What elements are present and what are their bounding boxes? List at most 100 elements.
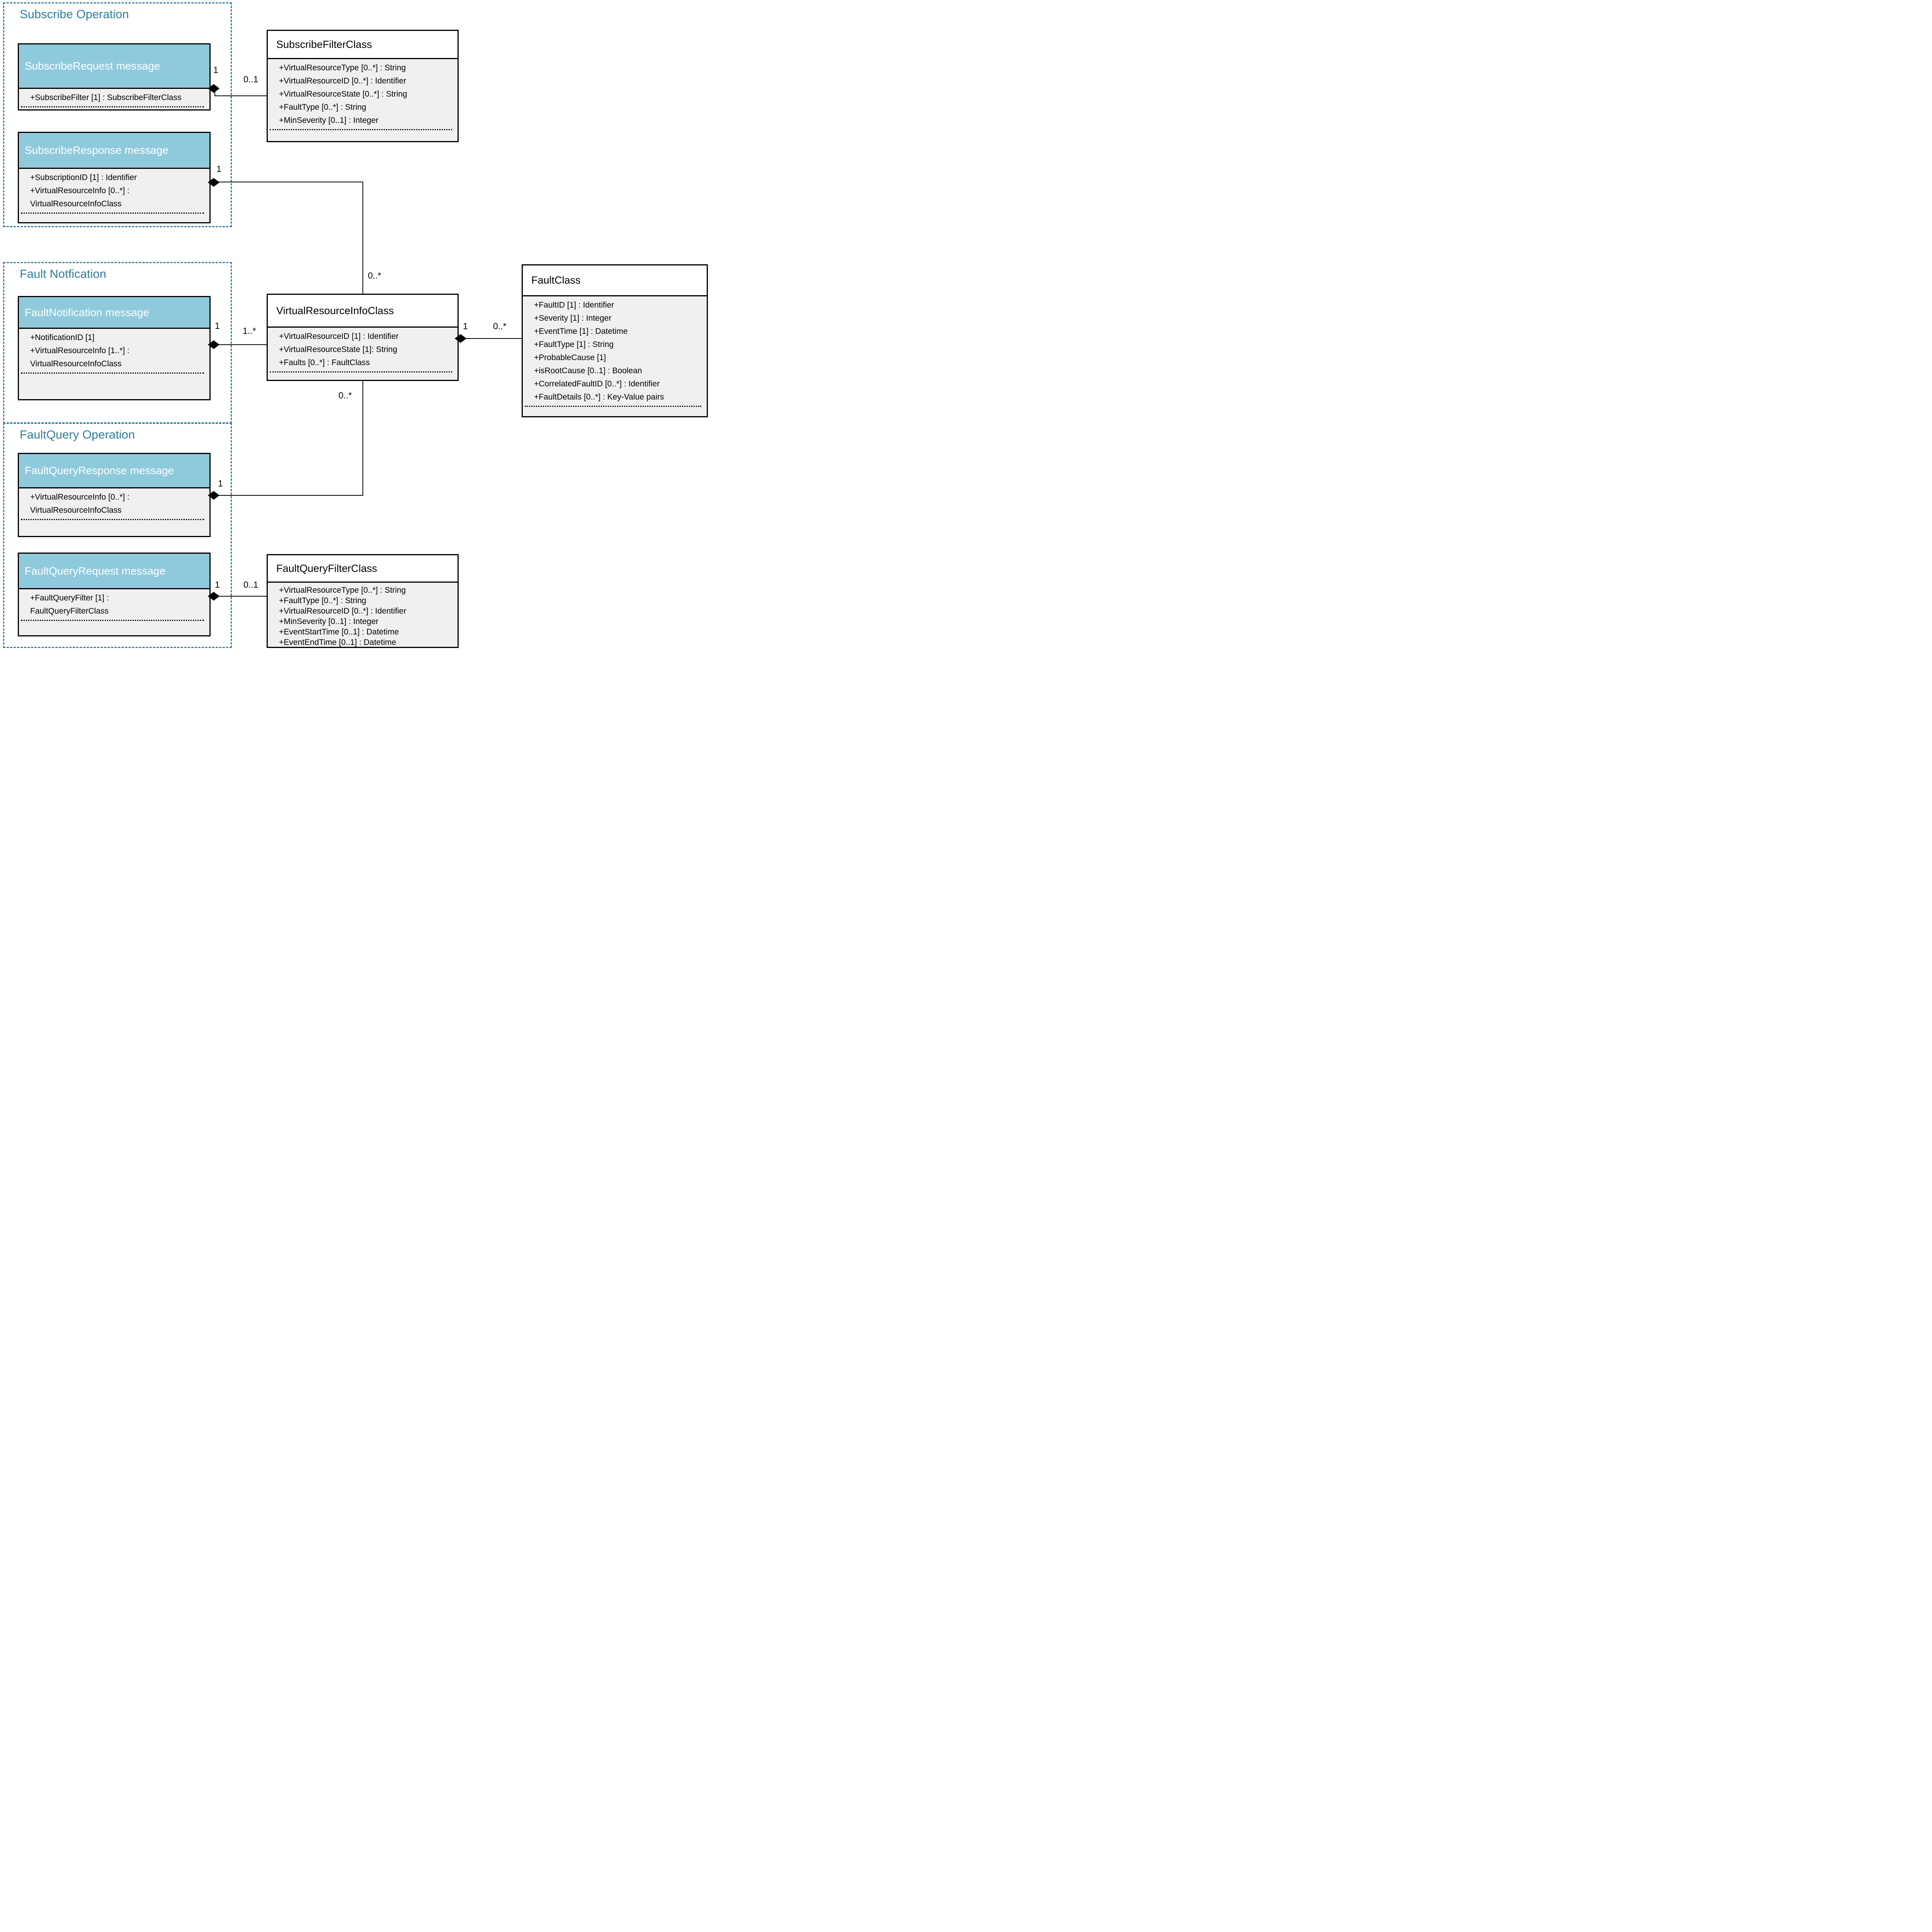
multiplicity-label: 0..1	[243, 74, 259, 84]
attribute-list: +VirtualResourceID [1] : Identifier +Virt…	[268, 328, 457, 369]
class-header: FaultQueryFilterClass	[268, 555, 457, 583]
multiplicity-label: 1	[216, 164, 221, 174]
attribute-list: +FaultID [1] : Identifier+Severity [1] :…	[523, 296, 707, 404]
message-box-fault-query-response: FaultQueryResponse message +VirtualResou…	[18, 453, 211, 537]
message-header: SubscribeRequest message	[19, 44, 209, 89]
attribute-line: +FaultType [0..*] : String	[279, 103, 366, 112]
connector-line	[460, 338, 522, 339]
attribute-list: +VirtualResourceType [0..*] : String+Fau…	[268, 583, 457, 648]
connector-line	[214, 596, 267, 597]
attribute-line: +FaultQueryFilter [1] :	[30, 594, 109, 602]
attribute-line: +VirtualResourceID [0..*] : Identifier	[279, 77, 406, 85]
message-header: SubscribeResponse message	[19, 133, 209, 169]
message-header: FaultQueryResponse message	[19, 454, 209, 488]
multiplicity-label: 1	[215, 321, 220, 331]
message-title: SubscribeRequest message	[25, 60, 160, 72]
attribute-separator	[270, 129, 452, 130]
multiplicity-label: 1	[463, 321, 468, 331]
attribute-line: +FaultType [1] : String	[534, 340, 614, 349]
attribute-line: +CorrelatedFaultID [0..*] : Identifier	[534, 379, 660, 388]
connector-line	[214, 344, 267, 345]
message-title: SubscribeResponse message	[25, 144, 168, 156]
attribute-list: +VirtualResourceInfo [0..*] : VirtualReso…	[19, 488, 209, 517]
attribute-line: +SubscriptionID [1] : Identifier	[30, 173, 137, 182]
attribute-separator	[525, 406, 701, 407]
attribute-line: VirtualResourceInfoClass	[30, 359, 122, 368]
class-header: SubscribeFilterClass	[268, 31, 457, 59]
group-fault-query-operation: FaultQuery Operation	[3, 423, 232, 648]
message-title: FaultNotification message	[25, 306, 150, 318]
attribute-separator	[21, 519, 204, 520]
multiplicity-label: 1	[218, 478, 223, 488]
attribute-line: +VirtualResourceInfo [0..*] :	[30, 493, 130, 502]
attribute-separator	[270, 371, 452, 372]
class-box-virtual-resource-info-class: VirtualResourceInfoClass +VirtualResourc…	[267, 294, 459, 381]
class-box-fault-class: FaultClass +FaultID [1] : Identifier+Sev…	[522, 264, 708, 417]
class-header: VirtualResourceInfoClass	[268, 295, 457, 328]
attribute-line: +VirtualResourceInfo [1..*] :	[30, 346, 130, 355]
attribute-list: +SubscriptionID [1] : Identifier +Virtual…	[19, 169, 209, 211]
multiplicity-label: 1	[213, 65, 218, 75]
attribute-line: +VirtualResourceID [0..*] : Identifier	[279, 607, 406, 616]
attribute-line: +Severity [1] : Integer	[534, 314, 612, 323]
class-box-fault-query-filter-class: FaultQueryFilterClass +VirtualResourceTy…	[267, 554, 459, 648]
attribute-list: +VirtualResourceType [0..*] : String +Vir…	[268, 59, 457, 127]
attribute-line: +VirtualResourceInfo [0..*] :	[30, 186, 130, 195]
multiplicity-label: 1	[215, 580, 220, 590]
attribute-line: +MinSeverity [0..1] : Integer	[279, 116, 379, 125]
attribute-line: +EventEndTime [0..1] : Datetime	[279, 638, 396, 647]
message-header: FaultQueryRequest message	[19, 554, 209, 589]
class-title: SubscribeFilterClass	[276, 38, 372, 50]
multiplicity-label: 0..1	[243, 580, 259, 590]
attribute-line: +VirtualResourceState [1]: String	[279, 345, 398, 354]
attribute-line: +EventTime [1] : Datetime	[534, 327, 628, 336]
attribute-line: VirtualResourceInfoClass	[30, 199, 122, 208]
connector-line	[214, 495, 363, 496]
connector-line	[214, 95, 267, 96]
attribute-line: +EventStartTime [0..1] : Datetime	[279, 628, 399, 636]
message-header: FaultNotification message	[19, 297, 209, 329]
multiplicity-label: 0..*	[368, 270, 381, 281]
attribute-line: +FaultType [0..*] : String	[279, 596, 366, 605]
attribute-line: +isRootCause [0..1] : Boolean	[534, 366, 642, 375]
connector-line	[362, 381, 363, 496]
attribute-line: VirtualResourceInfoClass	[30, 506, 122, 515]
attribute-separator	[21, 213, 204, 214]
attribute-line: +Faults [0..*] : FaultClass	[279, 358, 370, 367]
attribute-line: +SubscribeFilter [1] : SubscribeFilterCl…	[30, 93, 182, 102]
message-title: FaultQueryRequest message	[25, 565, 166, 577]
attribute-line: +FaultDetails [0..*] : Key-Value pairs	[534, 393, 664, 401]
attribute-list: +FaultQueryFilter [1] : FaultQueryFilterC…	[19, 589, 209, 618]
group-title: Subscribe Operation	[20, 7, 129, 21]
attribute-list: +NotificationID [1] +VirtualResourceInfo …	[19, 329, 209, 371]
attribute-list: +SubscribeFilter [1] : SubscribeFilterCl…	[19, 89, 209, 104]
attribute-line: +VirtualResourceType [0..*] : String	[279, 63, 406, 72]
multiplicity-label: 0..*	[338, 390, 352, 400]
attribute-line: +MinSeverity [0..1] : Integer	[279, 617, 379, 626]
attribute-line: +VirtualResourceState [0..*] : String	[279, 90, 407, 99]
connector-line	[214, 90, 215, 96]
group-title: FaultQuery Operation	[20, 428, 135, 441]
attribute-line: +VirtualResourceID [1] : Identifier	[279, 332, 399, 341]
attribute-line: FaultQueryFilterClass	[30, 607, 109, 616]
class-title: FaultClass	[531, 274, 581, 286]
multiplicity-label: 0..*	[493, 321, 507, 331]
connector-line	[362, 182, 363, 294]
group-subscribe-operation: Subscribe Operation	[3, 2, 232, 227]
attribute-line: +VirtualResourceType [0..*] : String	[279, 586, 406, 595]
message-box-fault-query-request: FaultQueryRequest message +FaultQueryFil…	[18, 553, 211, 636]
attribute-separator	[21, 372, 204, 374]
class-title: FaultQueryFilterClass	[276, 562, 378, 574]
multiplicity-label: 1..*	[243, 326, 256, 336]
message-box-subscribe-request: SubscribeRequest message +SubscribeFilte…	[18, 43, 211, 111]
attribute-line: +NotificationID [1]	[30, 333, 95, 342]
group-title: Fault Notfication	[20, 267, 106, 281]
attribute-separator	[21, 620, 204, 621]
message-box-fault-notification: FaultNotification message +NotificationI…	[18, 296, 211, 400]
message-title: FaultQueryResponse message	[25, 464, 174, 476]
attribute-line: +ProbableCause [1]	[534, 353, 606, 362]
class-header: FaultClass	[523, 265, 707, 296]
class-box-subscribe-filter-class: SubscribeFilterClass +VirtualResourceTyp…	[267, 30, 459, 142]
attribute-separator	[21, 106, 204, 107]
message-box-subscribe-response: SubscribeResponse message +SubscriptionI…	[18, 132, 211, 223]
